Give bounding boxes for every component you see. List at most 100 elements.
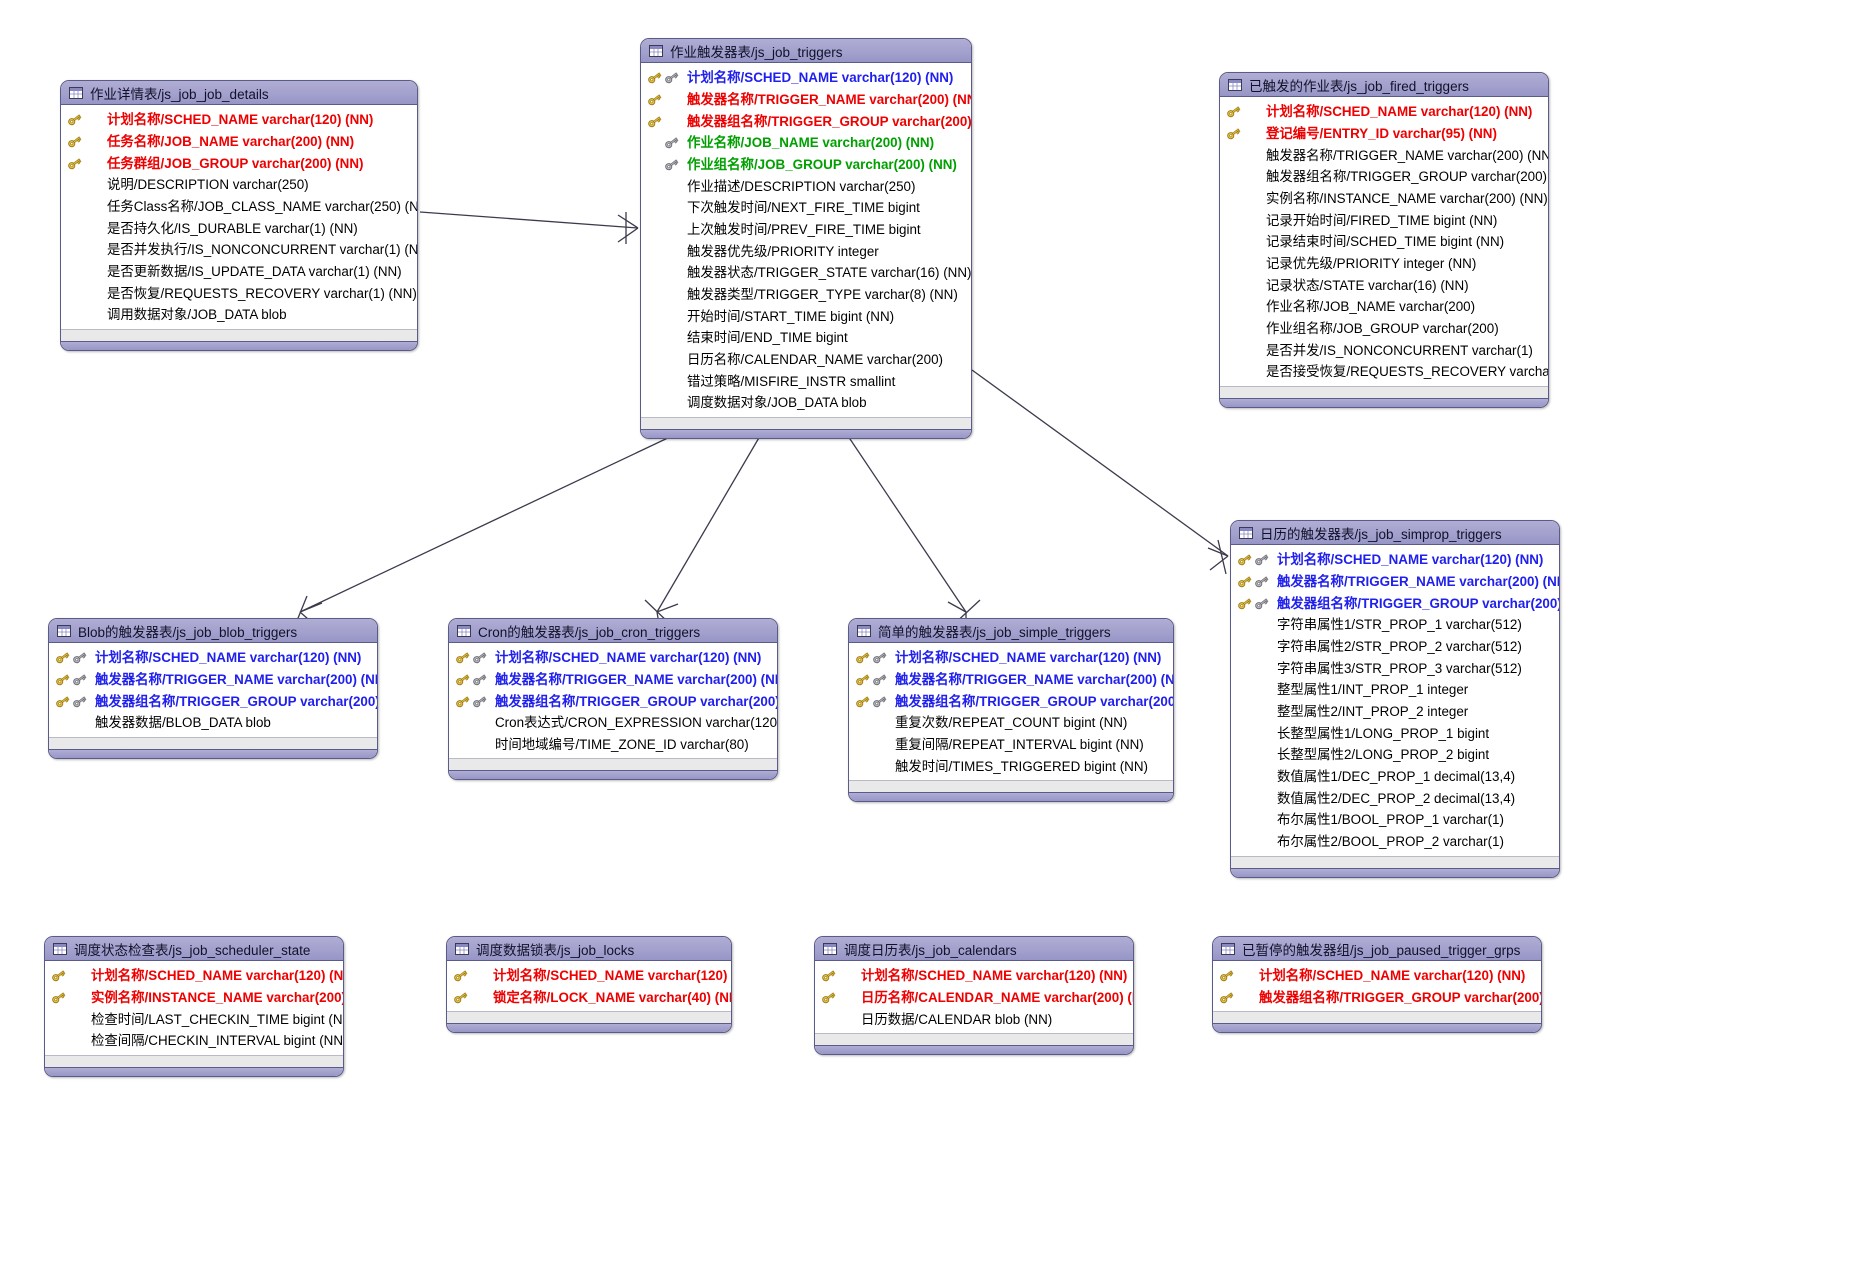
- attribute-row[interactable]: 日历名称/CALENDAR_NAME varchar(200) (NN): [815, 987, 1133, 1009]
- attribute-row[interactable]: 数值属性2/DEC_PROP_2 decimal(13,4): [1231, 788, 1559, 810]
- attribute-row[interactable]: 是否接受恢复/REQUESTS_RECOVERY varchar(1): [1220, 361, 1548, 383]
- key-slot: [1237, 835, 1277, 848]
- attribute-row[interactable]: 触发器组名称/TRIGGER_GROUP varchar(200) (NN): [849, 690, 1173, 712]
- attribute-row[interactable]: 记录结束时间/SCHED_TIME bigint (NN): [1220, 231, 1548, 253]
- attribute-row[interactable]: 字符串属性3/STR_PROP_3 varchar(512): [1231, 657, 1559, 679]
- attribute-row[interactable]: 错过策略/MISFIRE_INSTR smallint: [641, 371, 971, 393]
- key-slot: [1226, 127, 1266, 140]
- entity-calendars[interactable]: 调度日历表/js_job_calendars 计划名称/SCHED_NAME v…: [814, 936, 1134, 1056]
- attribute-row[interactable]: 调用数据对象/JOB_DATA blob: [61, 304, 417, 326]
- key-spacer: [84, 222, 99, 235]
- attribute-row[interactable]: 计划名称/SCHED_NAME varchar(120) (NN): [815, 965, 1133, 987]
- entity-paused_trigger_grps[interactable]: 已暂停的触发器组/js_job_paused_trigger_grps 计划名称…: [1212, 936, 1542, 1034]
- attribute-row[interactable]: 是否并发/IS_NONCONCURRENT varchar(1): [1220, 340, 1548, 362]
- attribute-row[interactable]: 登记编号/ENTRY_ID varchar(95) (NN): [1220, 123, 1548, 145]
- attribute-row[interactable]: 记录状态/STATE varchar(16) (NN): [1220, 275, 1548, 297]
- attribute-row[interactable]: 调度数据对象/JOB_DATA blob: [641, 392, 971, 414]
- attribute-row[interactable]: 触发器名称/TRIGGER_NAME varchar(200) (NN): [849, 669, 1173, 691]
- attribute-row[interactable]: 整型属性1/INT_PROP_1 integer: [1231, 679, 1559, 701]
- key-slot: [1237, 727, 1277, 740]
- attribute-row[interactable]: 触发器组名称/TRIGGER_GROUP varchar(200) (NN): [49, 690, 377, 712]
- attribute-row[interactable]: 检查间隔/CHECKIN_INTERVAL bigint (NN): [45, 1030, 343, 1052]
- entity-cron_triggers[interactable]: Cron的触发器表/js_job_cron_triggers 计划名称/SCHE…: [448, 618, 778, 781]
- attribute-row[interactable]: 计划名称/SCHED_NAME varchar(120) (NN): [641, 67, 971, 89]
- attribute-row[interactable]: 作业组名称/JOB_GROUP varchar(200): [1220, 318, 1548, 340]
- attribute-row[interactable]: 布尔属性1/BOOL_PROP_1 varchar(1): [1231, 809, 1559, 831]
- attribute-row[interactable]: 日历数据/CALENDAR blob (NN): [815, 1008, 1133, 1030]
- attribute-row[interactable]: 触发器组名称/TRIGGER_GROUP varchar(200) (NN): [1231, 592, 1559, 614]
- attribute-row[interactable]: 作业名称/JOB_NAME varchar(200): [1220, 296, 1548, 318]
- attribute-row[interactable]: 记录优先级/PRIORITY integer (NN): [1220, 253, 1548, 275]
- attribute-row[interactable]: 是否持久化/IS_DURABLE varchar(1) (NN): [61, 217, 417, 239]
- attribute-row[interactable]: 触发器名称/TRIGGER_NAME varchar(200) (NN): [641, 89, 971, 111]
- attribute-row[interactable]: 触发器组名称/TRIGGER_GROUP varchar(200) (NN): [1213, 987, 1541, 1009]
- attribute-row[interactable]: 整型属性2/INT_PROP_2 integer: [1231, 701, 1559, 723]
- key-spacer: [664, 288, 679, 301]
- attribute-row[interactable]: 触发器名称/TRIGGER_NAME varchar(200) (NN): [1231, 571, 1559, 593]
- attribute-row[interactable]: 字符串属性2/STR_PROP_2 varchar(512): [1231, 636, 1559, 658]
- entity-simple_triggers[interactable]: 简单的触发器表/js_job_simple_triggers 计划名称/SCHE…: [848, 618, 1174, 803]
- attribute-row[interactable]: 数值属性1/DEC_PROP_1 decimal(13,4): [1231, 766, 1559, 788]
- attribute-row[interactable]: 计划名称/SCHED_NAME varchar(120) (NN): [1213, 965, 1541, 987]
- table-icon: [457, 624, 471, 637]
- attribute-row[interactable]: 触发器优先级/PRIORITY integer: [641, 241, 971, 263]
- attribute-row[interactable]: 任务Class名称/JOB_CLASS_NAME varchar(250) (N…: [61, 196, 417, 218]
- attribute-row[interactable]: 触发器组名称/TRIGGER_GROUP varchar(200) (NN): [449, 690, 777, 712]
- entity-job_details[interactable]: 作业详情表/js_job_job_details 计划名称/SCHED_NAME…: [60, 80, 418, 351]
- attribute-label: 登记编号/ENTRY_ID varchar(95) (NN): [1266, 125, 1497, 141]
- attribute-row[interactable]: 是否恢复/REQUESTS_RECOVERY varchar(1) (NN): [61, 283, 417, 305]
- entity-locks[interactable]: 调度数据锁表/js_job_locks 计划名称/SCHED_NAME varc…: [446, 936, 732, 1034]
- entity-blob_triggers[interactable]: Blob的触发器表/js_job_blob_triggers 计划名称/SCHE…: [48, 618, 378, 759]
- attribute-row[interactable]: 长整型属性2/LONG_PROP_2 bigint: [1231, 744, 1559, 766]
- attribute-row[interactable]: 是否更新数据/IS_UPDATE_DATA varchar(1) (NN): [61, 261, 417, 283]
- attribute-row[interactable]: 重复次数/REPEAT_COUNT bigint (NN): [849, 712, 1173, 734]
- attribute-row[interactable]: 重复间隔/REPEAT_INTERVAL bigint (NN): [849, 734, 1173, 756]
- entity-simprop_triggers[interactable]: 日历的触发器表/js_job_simprop_triggers 计划名称/SCH…: [1230, 520, 1560, 878]
- attribute-row[interactable]: 上次触发时间/PREV_FIRE_TIME bigint: [641, 219, 971, 241]
- attribute-row[interactable]: 触发器名称/TRIGGER_NAME varchar(200) (NN): [1220, 144, 1548, 166]
- attribute-row[interactable]: 长整型属性1/LONG_PROP_1 bigint: [1231, 723, 1559, 745]
- entity-title: 调度状态检查表/js_job_scheduler_state: [74, 942, 311, 958]
- entity-job_triggers[interactable]: 作业触发器表/js_job_triggers 计划名称/SCHED_NAME v…: [640, 38, 972, 439]
- attribute-row[interactable]: 布尔属性2/BOOL_PROP_2 varchar(1): [1231, 831, 1559, 853]
- attribute-row[interactable]: 实例名称/INSTANCE_NAME varchar(200) (NN): [1220, 188, 1548, 210]
- attribute-row[interactable]: 触发器状态/TRIGGER_STATE varchar(16) (NN): [641, 262, 971, 284]
- attribute-row[interactable]: 字符串属性1/STR_PROP_1 varchar(512): [1231, 614, 1559, 636]
- attribute-row[interactable]: 开始时间/START_TIME bigint (NN): [641, 306, 971, 328]
- attribute-row[interactable]: 锁定名称/LOCK_NAME varchar(40) (NN): [447, 987, 731, 1009]
- attribute-row[interactable]: 作业描述/DESCRIPTION varchar(250): [641, 175, 971, 197]
- attribute-row[interactable]: 计划名称/SCHED_NAME varchar(120) (NN): [1231, 549, 1559, 571]
- entity-scheduler_state[interactable]: 调度状态检查表/js_job_scheduler_state 计划名称/SCHE…: [44, 936, 344, 1077]
- attribute-row[interactable]: Cron表达式/CRON_EXPRESSION varchar(120) (NN…: [449, 712, 777, 734]
- entity-fired_triggers[interactable]: 已触发的作业表/js_job_fired_triggers 计划名称/SCHED…: [1219, 72, 1549, 408]
- attribute-row[interactable]: 计划名称/SCHED_NAME varchar(120) (NN): [449, 647, 777, 669]
- attribute-row[interactable]: 触发器组名称/TRIGGER_GROUP varchar(200) (NN): [1220, 166, 1548, 188]
- attribute-row[interactable]: 触发器组名称/TRIGGER_GROUP varchar(200) (NN): [641, 110, 971, 132]
- attribute-row[interactable]: 触发器类型/TRIGGER_TYPE varchar(8) (NN): [641, 284, 971, 306]
- attribute-row[interactable]: 任务群组/JOB_GROUP varchar(200) (NN): [61, 152, 417, 174]
- attribute-row[interactable]: 说明/DESCRIPTION varchar(250): [61, 174, 417, 196]
- attribute-row[interactable]: 实例名称/INSTANCE_NAME varchar(200) (NN): [45, 987, 343, 1009]
- attribute-row[interactable]: 检查时间/LAST_CHECKIN_TIME bigint (NN): [45, 1008, 343, 1030]
- attribute-row[interactable]: 日历名称/CALENDAR_NAME varchar(200): [641, 349, 971, 371]
- attribute-label: 是否并发/IS_NONCONCURRENT varchar(1): [1266, 342, 1533, 358]
- attribute-row[interactable]: 计划名称/SCHED_NAME varchar(120) (NN): [849, 647, 1173, 669]
- attribute-row[interactable]: 是否并发执行/IS_NONCONCURRENT varchar(1) (NN): [61, 239, 417, 261]
- attribute-row[interactable]: 作业名称/JOB_NAME varchar(200) (NN): [641, 132, 971, 154]
- attribute-row[interactable]: 任务名称/JOB_NAME varchar(200) (NN): [61, 131, 417, 153]
- attribute-row[interactable]: 触发器名称/TRIGGER_NAME varchar(200) (NN): [49, 669, 377, 691]
- attribute-row[interactable]: 计划名称/SCHED_NAME varchar(120) (NN): [447, 965, 731, 987]
- attribute-row[interactable]: 触发器数据/BLOB_DATA blob: [49, 712, 377, 734]
- attribute-row[interactable]: 记录开始时间/FIRED_TIME bigint (NN): [1220, 209, 1548, 231]
- attribute-row[interactable]: 时间地域编号/TIME_ZONE_ID varchar(80): [449, 734, 777, 756]
- attribute-row[interactable]: 触发器名称/TRIGGER_NAME varchar(200) (NN): [449, 669, 777, 691]
- attribute-row[interactable]: 下次触发时间/NEXT_FIRE_TIME bigint: [641, 197, 971, 219]
- key-spacer: [855, 738, 870, 751]
- attribute-row[interactable]: 触发时间/TIMES_TRIGGERED bigint (NN): [849, 755, 1173, 777]
- attribute-row[interactable]: 计划名称/SCHED_NAME varchar(120) (NN): [45, 965, 343, 987]
- attribute-row[interactable]: 计划名称/SCHED_NAME varchar(120) (NN): [49, 647, 377, 669]
- attribute-row[interactable]: 结束时间/END_TIME bigint: [641, 327, 971, 349]
- attribute-row[interactable]: 计划名称/SCHED_NAME varchar(120) (NN): [1220, 101, 1548, 123]
- attribute-row[interactable]: 计划名称/SCHED_NAME varchar(120) (NN): [61, 109, 417, 131]
- attribute-row[interactable]: 作业组名称/JOB_GROUP varchar(200) (NN): [641, 154, 971, 176]
